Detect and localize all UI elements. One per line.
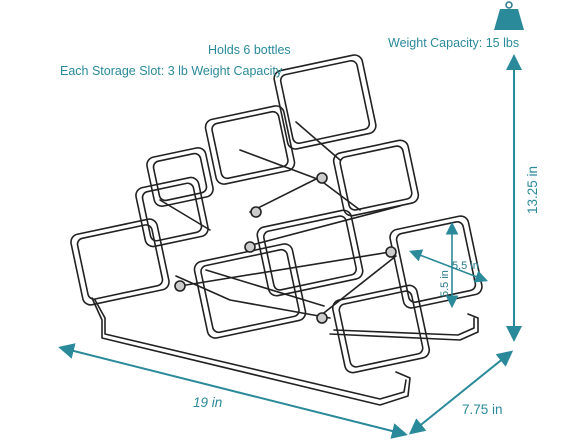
dimension-arrows <box>58 54 522 439</box>
depth-dimension-label: 7.75 in <box>462 402 503 417</box>
wine-rack <box>70 54 483 406</box>
height-dimension-label: 13.25 in <box>525 165 540 214</box>
width-dimension-label: 19 in <box>193 395 223 410</box>
depth-arrow <box>408 350 514 435</box>
holds-bottles-text: Holds 6 bottles <box>208 43 291 57</box>
slot-height-label: 5.5 in <box>439 270 451 297</box>
width-arrow <box>58 343 408 439</box>
slot-capacity-text: Each Storage Slot: 3 lb Weight Capacity <box>60 64 283 78</box>
weight-capacity-text: Weight Capacity: 15 lbs <box>388 36 520 50</box>
weight-icon <box>494 1 524 30</box>
slot-width-label: 5.5 in <box>452 260 479 272</box>
